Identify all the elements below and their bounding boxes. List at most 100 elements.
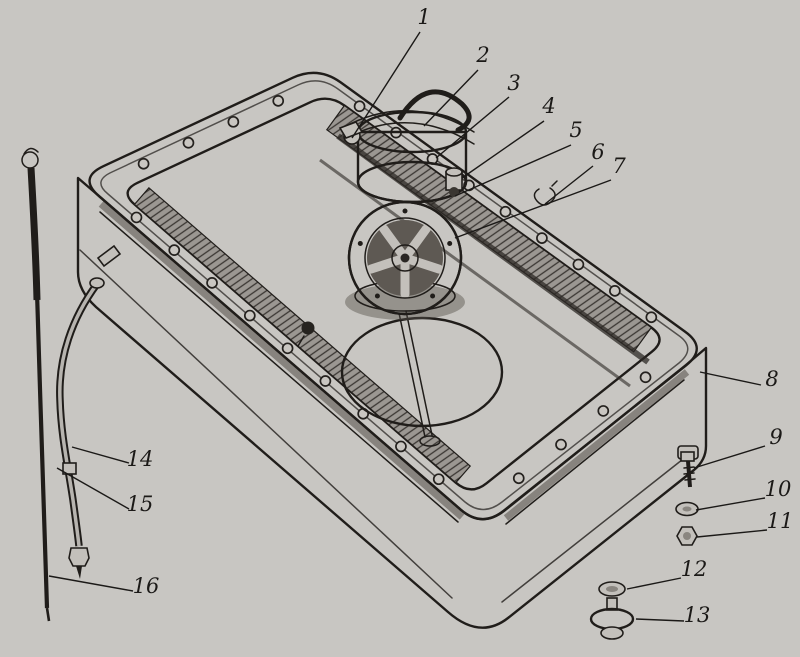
pan-floor xyxy=(126,97,661,491)
floor-hole xyxy=(301,321,315,335)
bolt-threads xyxy=(683,466,696,481)
oil-tube-outer xyxy=(56,281,101,547)
leader-line-9 xyxy=(693,445,766,469)
leader-line-3 xyxy=(435,96,510,159)
bolt-hole xyxy=(597,405,610,417)
flange-face xyxy=(88,71,698,521)
pickup-tube-foot xyxy=(419,435,441,447)
flange-bolt-holes xyxy=(130,95,658,486)
dipstick-upper-sleeve xyxy=(27,167,41,301)
dipstick-handle-ring xyxy=(21,151,39,169)
wall-clip xyxy=(96,244,122,268)
pan-interior xyxy=(126,97,661,491)
bolt-hole xyxy=(182,136,195,149)
drain-plug-head xyxy=(589,607,635,631)
callout-number-4: 4 xyxy=(541,94,555,118)
bolt-hole xyxy=(512,472,525,485)
bolt-hole xyxy=(536,232,548,244)
bolt-hole xyxy=(168,244,181,256)
clamp-bolt-head xyxy=(338,121,364,139)
side-fitting-nut xyxy=(449,187,459,197)
leader-line-6 xyxy=(544,165,594,205)
bolt-hole xyxy=(639,371,652,384)
tube-end-hex xyxy=(68,547,90,567)
leader-line-14 xyxy=(71,446,130,464)
bolt-hole xyxy=(609,285,621,297)
bolt-hole xyxy=(243,309,256,322)
strainer-hub xyxy=(391,244,419,272)
flange-thickness-line xyxy=(99,211,685,525)
washer-hole xyxy=(682,506,692,512)
strainer-shadow xyxy=(345,284,465,320)
leader-line-10 xyxy=(695,497,766,511)
oil-strainer xyxy=(345,200,465,320)
strainer-rivets xyxy=(357,208,453,299)
bolt-hole xyxy=(206,277,218,289)
nut-hole xyxy=(683,532,691,540)
bolt-hole xyxy=(227,115,240,128)
callout-number-2: 2 xyxy=(475,43,489,67)
leader-line-13 xyxy=(635,618,685,622)
dipstick-hook xyxy=(23,147,39,155)
wall-contour-line xyxy=(501,451,693,603)
oil-tube-inner xyxy=(58,282,99,547)
bolt-head xyxy=(680,451,695,462)
pan-gasket-flange xyxy=(88,71,698,521)
bolt-hole xyxy=(137,157,150,170)
pickup-tube xyxy=(398,310,433,438)
leader-line-12 xyxy=(626,577,682,590)
fastener-hardware xyxy=(589,445,699,640)
callout-number-11: 11 xyxy=(767,509,794,533)
dipstick-and-tube xyxy=(21,147,122,622)
callout-number-9: 9 xyxy=(769,425,782,449)
clamp-strap xyxy=(349,110,475,145)
bolt-hole xyxy=(319,375,332,387)
leader-line-1 xyxy=(351,31,421,139)
leader-line-16 xyxy=(48,575,134,592)
callout-number-13: 13 xyxy=(684,603,711,627)
leader-line-11 xyxy=(696,529,768,538)
wall-contour-line xyxy=(79,249,453,599)
filler-clamp-assembly xyxy=(338,89,558,206)
leader-line-15 xyxy=(56,467,130,510)
clamp-lever-handle xyxy=(397,89,472,133)
bolt-hole xyxy=(432,473,445,486)
callout-number-15: 15 xyxy=(127,492,154,516)
tube-end-tip xyxy=(76,566,82,579)
callout-number-1: 1 xyxy=(417,5,430,29)
filler-cylinder xyxy=(356,130,468,204)
callout-number-6: 6 xyxy=(591,140,604,164)
drain-gasket-hole xyxy=(606,586,618,592)
callout-number-14: 14 xyxy=(127,447,154,471)
bolt-hole xyxy=(395,440,407,453)
tube-collar xyxy=(62,462,77,475)
bolt-hole xyxy=(272,95,285,107)
flange-shadow-band xyxy=(98,201,690,521)
leader-line-4 xyxy=(461,120,545,179)
leader-line-2 xyxy=(423,69,479,127)
inner-wall-lower xyxy=(133,186,472,484)
drain-plug-knob xyxy=(600,626,624,640)
leader-line-8 xyxy=(699,371,762,386)
callout-number-12: 12 xyxy=(681,557,708,581)
strainer-ring xyxy=(364,217,446,299)
bolt-hole xyxy=(555,438,567,451)
bolt-hole xyxy=(645,311,658,324)
floor-rib-groove xyxy=(336,133,650,365)
flange-step-line xyxy=(100,80,689,511)
leader-line-7 xyxy=(454,179,612,239)
floor-hole-mark xyxy=(297,335,305,347)
floor-rib-groove xyxy=(319,158,631,388)
dipstick-tip xyxy=(45,607,51,622)
bolt-hole xyxy=(130,211,143,224)
callout-number-7: 7 xyxy=(612,154,626,178)
strainer-hub-bolt xyxy=(400,253,410,263)
sump-recess-outline xyxy=(340,316,504,428)
leader-line-5 xyxy=(454,144,572,197)
oil-tube-flare xyxy=(89,277,105,289)
callout-number-3: 3 xyxy=(507,71,520,95)
callout-number-8: 8 xyxy=(765,367,778,391)
